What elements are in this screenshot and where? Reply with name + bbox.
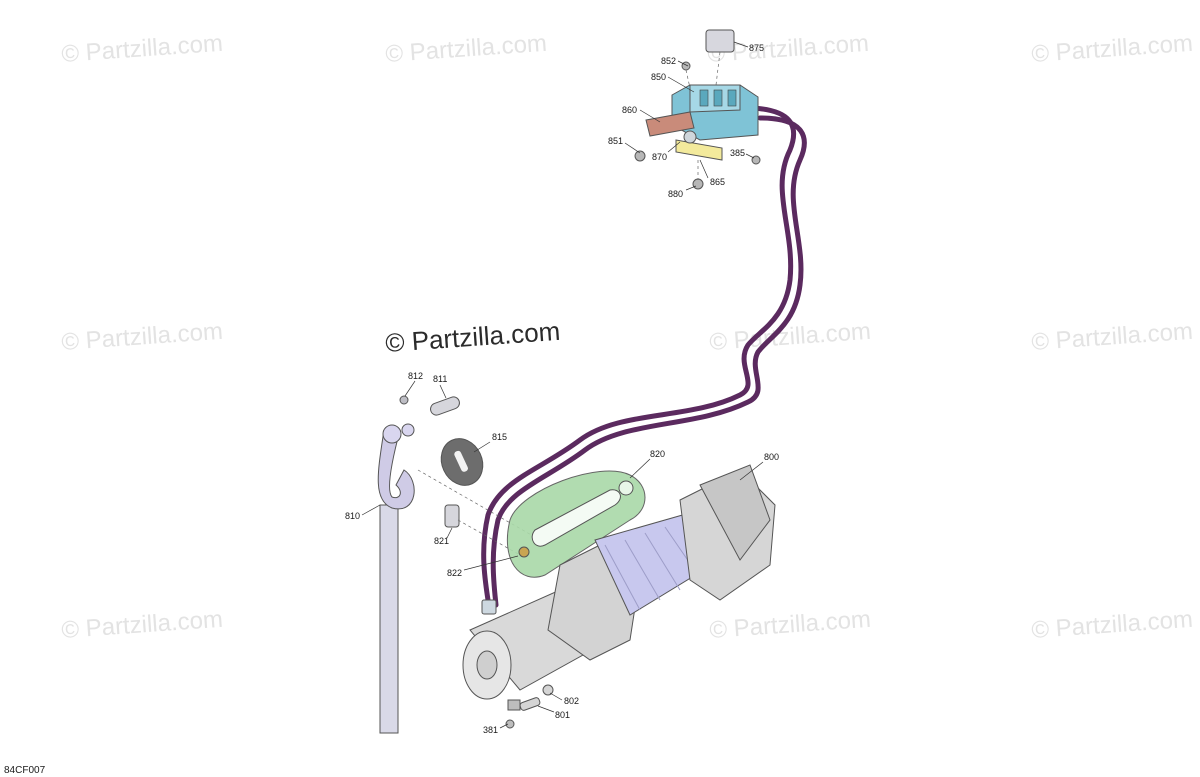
callout-801: 801 [555,710,570,720]
watermark: © Partzilla.com [61,30,224,68]
callout-820: 820 [650,449,665,459]
pin-icon [430,396,460,416]
callout-822: 822 [447,568,462,578]
watermark: © Partzilla.com [385,30,548,68]
callout-811: 811 [433,374,447,384]
callout-812: 812 [408,371,423,381]
power-cable [481,105,807,608]
callout-821: 821 [434,536,449,546]
solenoid-assembly [634,29,761,190]
watermark: © Partzilla.com [709,318,872,356]
screw-icon [507,699,521,711]
callout-810: 810 [345,511,360,521]
watermark: © Partzilla.com [1031,30,1194,68]
watermark: © Partzilla.com [61,606,224,644]
watermark: © Partzilla.com [1031,606,1194,644]
solenoid-cap [705,29,735,53]
callout-385: 385 [730,148,745,158]
clip-icon [399,395,409,405]
nut-icon [692,178,704,190]
watermark: © Partzilla.com [61,318,224,356]
yellow-terminal-strap [675,139,723,161]
callout-815: 815 [492,432,507,442]
diagram-code: 84CF007 [4,765,46,776]
callout-870: 870 [652,152,667,162]
main-watermark: © Partzilla.com [384,316,561,358]
callout-875: 875 [749,43,764,53]
callout-860: 860 [622,105,637,115]
callout-850: 850 [651,72,666,82]
callout-802: 802 [564,696,579,706]
nut-icon [634,150,646,162]
watermark: © Partzilla.com [709,606,872,644]
callout-880: 880 [668,189,683,199]
screw-icon [751,155,761,165]
callout-labels: 875 852 850 860 851 870 865 385 880 812 … [345,43,779,735]
winch-strap [379,504,399,734]
winch-hook-assembly [377,395,541,734]
callout-865: 865 [710,177,725,187]
callout-851: 851 [608,136,623,146]
winch-body [462,464,776,729]
fairlead [506,470,646,578]
bolt-icon [444,504,460,528]
washer-icon [542,684,554,696]
watermark-layer: © Partzilla.com © Partzilla.com © Partzi… [61,30,1194,644]
bolt-icon [519,697,541,711]
hook-icon [377,429,415,510]
callout-800: 800 [764,452,779,462]
nut-icon [505,719,515,729]
leader-lines [361,41,764,729]
copper-terminal-strap [645,111,695,137]
watermark: © Partzilla.com [1031,318,1194,356]
callout-381: 381 [483,725,498,735]
screw-icon [681,61,691,71]
callout-852: 852 [661,56,676,66]
